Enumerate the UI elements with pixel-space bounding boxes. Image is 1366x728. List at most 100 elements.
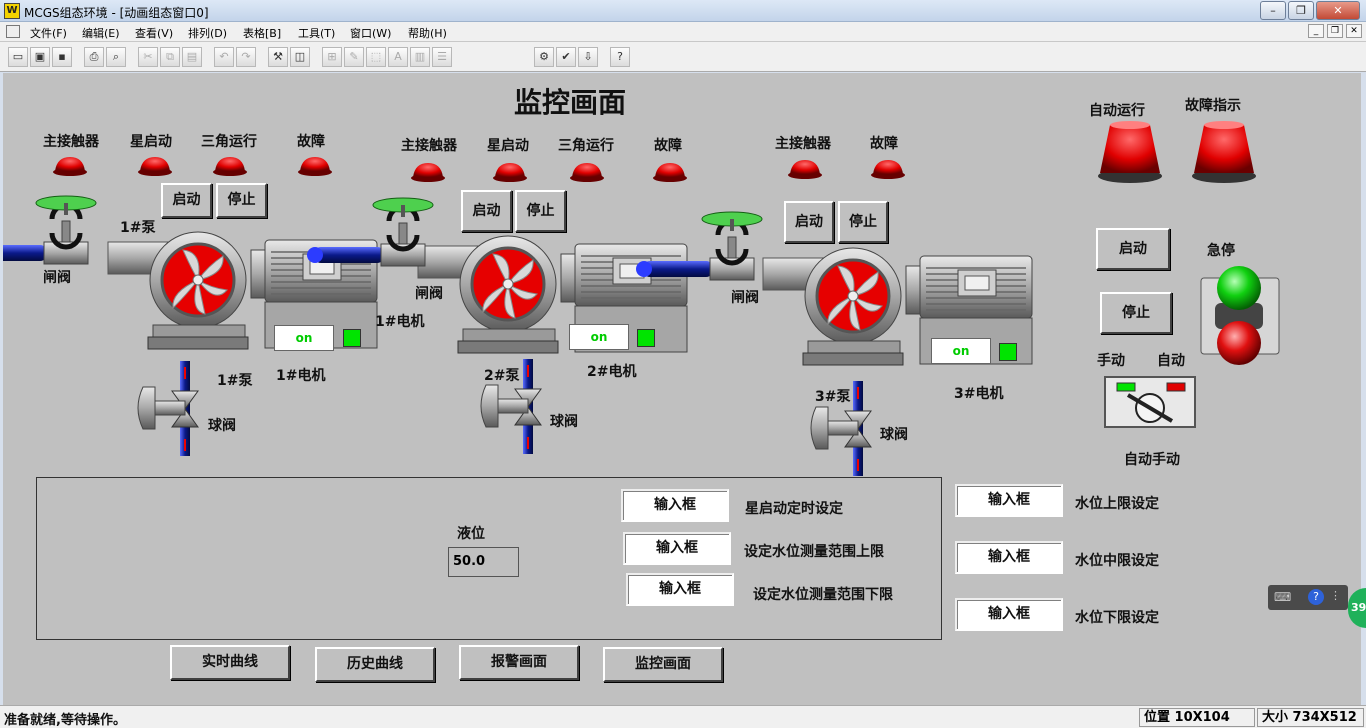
pump1-motor-label: 1#电机	[375, 314, 425, 330]
pump2-ball-valve-label: 球阀	[550, 414, 578, 430]
pump3-start-button[interactable]: 启动	[784, 201, 834, 243]
level-high-input[interactable]: 输入框	[955, 484, 1063, 517]
menu-file[interactable]: 文件(F)	[30, 27, 67, 40]
tray-badge[interactable]: 39	[1348, 588, 1366, 628]
pump1-main-contactor-label: 主接触器	[43, 134, 99, 150]
pump2-motor-label: 2#电机	[587, 364, 637, 380]
menu-view[interactable]: 查看(V)	[135, 27, 174, 40]
paste-icon[interactable]: ▤	[182, 47, 202, 67]
pump3-label: 3#泵	[815, 389, 851, 405]
auto-run-light	[1098, 121, 1162, 183]
star-start-timer-label: 星启动定时设定	[745, 501, 843, 517]
list-icon[interactable]: ☰	[432, 47, 452, 67]
edit-object-icon[interactable]: ✎	[344, 47, 364, 67]
level-low-label: 水位下限设定	[1075, 610, 1159, 626]
range-lower-input[interactable]: 输入框	[626, 573, 734, 606]
pump3-status-display: on	[931, 338, 991, 364]
window-title: MCGS组态环境 - [动画组态窗口0]	[24, 6, 209, 20]
save-icon[interactable]: ▪	[52, 47, 72, 67]
maximize-button[interactable]: ❐	[1288, 1, 1314, 20]
level-mid-input[interactable]: 输入框	[955, 541, 1063, 574]
menu-arrange[interactable]: 排列(D)	[188, 27, 228, 40]
pump3-stop-button[interactable]: 停止	[838, 201, 888, 243]
open-icon[interactable]: ▣	[30, 47, 50, 67]
pump2-gate-valve-label: 闸阀	[415, 286, 443, 302]
pump2-fault-label: 故障	[654, 138, 682, 154]
menu-window[interactable]: 窗口(W)	[350, 27, 392, 40]
redo-icon[interactable]: ↷	[236, 47, 256, 67]
document-icon[interactable]	[6, 25, 20, 38]
align-icon[interactable]: ⊞	[322, 47, 342, 67]
menu-table[interactable]: 表格[B]	[243, 27, 282, 40]
help-icon[interactable]: ?	[1308, 589, 1324, 605]
mdi-close-button[interactable]: ✕	[1346, 24, 1362, 38]
minimize-button[interactable]: –	[1260, 1, 1286, 20]
pump1-run-indicator	[343, 329, 361, 347]
pump1-start-button[interactable]: 启动	[161, 183, 212, 218]
pump1-gate-valve-label: 闸阀	[43, 270, 71, 286]
mdi-minimize-button[interactable]: _	[1308, 24, 1324, 38]
close-button[interactable]: ✕	[1316, 1, 1360, 20]
app-logo-icon: W	[4, 3, 20, 19]
pump1-label: 1#泵	[120, 220, 156, 236]
monitor-screen-button[interactable]: 监控画面	[603, 647, 723, 682]
alarm-screen-button[interactable]: 报警画面	[459, 645, 579, 680]
pump2-start-button[interactable]: 启动	[461, 190, 512, 232]
level-low-input[interactable]: 输入框	[955, 598, 1063, 631]
new-window-icon[interactable]: ▭	[8, 47, 28, 67]
pump1-motor-label-lower: 1#电机	[276, 368, 326, 384]
level-label: 液位	[457, 526, 485, 542]
copy-icon[interactable]: ⧉	[160, 47, 180, 67]
help-pointer-icon[interactable]: ?	[610, 47, 630, 67]
group-icon[interactable]: ⬚	[366, 47, 386, 67]
undo-icon[interactable]: ↶	[214, 47, 234, 67]
download-icon[interactable]: ⇩	[578, 47, 598, 67]
realtime-curve-button[interactable]: 实时曲线	[170, 645, 290, 680]
pump2-label: 2#泵	[484, 368, 520, 384]
emergency-stop-switch[interactable]	[1200, 266, 1280, 365]
pattern-icon[interactable]: ▥	[410, 47, 430, 67]
level-high-label: 水位上限设定	[1075, 496, 1159, 512]
auto-manual-label: 自动手动	[1124, 452, 1180, 468]
process-graphics	[3, 121, 1280, 477]
status-size: 大小 734X512	[1257, 708, 1364, 727]
pump1-star-start-label: 星启动	[130, 134, 172, 150]
cut-icon[interactable]: ✂	[138, 47, 158, 67]
menu-help[interactable]: 帮助(H)	[408, 27, 447, 40]
manual-label: 手动	[1097, 353, 1125, 369]
pump3-run-indicator	[999, 343, 1017, 361]
pump2-stop-button[interactable]: 停止	[515, 190, 566, 232]
frame-icon[interactable]: ◫	[290, 47, 310, 67]
pump3-motor-label: 3#电机	[954, 386, 1004, 402]
history-curve-button[interactable]: 历史曲线	[315, 647, 435, 682]
check-icon[interactable]: ✔	[556, 47, 576, 67]
pump1-status-display: on	[274, 325, 334, 351]
print-preview-icon[interactable]: ⌕	[106, 47, 126, 67]
menu-bar: 文件(F) 编辑(E) 查看(V) 排列(D) 表格[B] 工具(T) 窗口(W…	[0, 22, 1366, 42]
scada-canvas: 监控画面 主接触器 星启动 三角运行 故障 启动 停止 1#泵 闸阀 1#电机 …	[3, 73, 1361, 705]
auto-manual-selector[interactable]	[1104, 376, 1196, 428]
pump2-star-start-label: 星启动	[487, 138, 529, 154]
pump2-status-display: on	[569, 324, 629, 350]
star-start-timer-input[interactable]: 输入框	[621, 489, 729, 522]
properties-icon[interactable]: ⚙	[534, 47, 554, 67]
ime-toolbar[interactable]: ⌨ ? ⋮	[1268, 585, 1348, 610]
print-icon[interactable]: ⎙	[84, 47, 104, 67]
font-icon[interactable]: A	[388, 47, 408, 67]
pump1-stop-button[interactable]: 停止	[216, 183, 267, 218]
system-stop-button[interactable]: 停止	[1100, 292, 1172, 334]
pump3-fault-label: 故障	[870, 136, 898, 152]
more-icon[interactable]: ⋮	[1330, 589, 1341, 602]
auto-label: 自动	[1157, 353, 1185, 369]
system-start-button[interactable]: 启动	[1096, 228, 1170, 270]
mdi-restore-button[interactable]: ❐	[1327, 24, 1343, 38]
menu-edit[interactable]: 编辑(E)	[82, 27, 120, 40]
keyboard-icon[interactable]: ⌨	[1274, 590, 1292, 604]
emergency-stop-label: 急停	[1207, 243, 1235, 259]
tools-icon[interactable]: ⚒	[268, 47, 288, 67]
pump1-ball-valve-label: 球阀	[208, 418, 236, 434]
menu-tools[interactable]: 工具(T)	[298, 27, 336, 40]
range-upper-input[interactable]: 输入框	[623, 532, 731, 565]
auto-run-label: 自动运行	[1089, 103, 1145, 119]
pump1-label-lower: 1#泵	[217, 373, 253, 389]
